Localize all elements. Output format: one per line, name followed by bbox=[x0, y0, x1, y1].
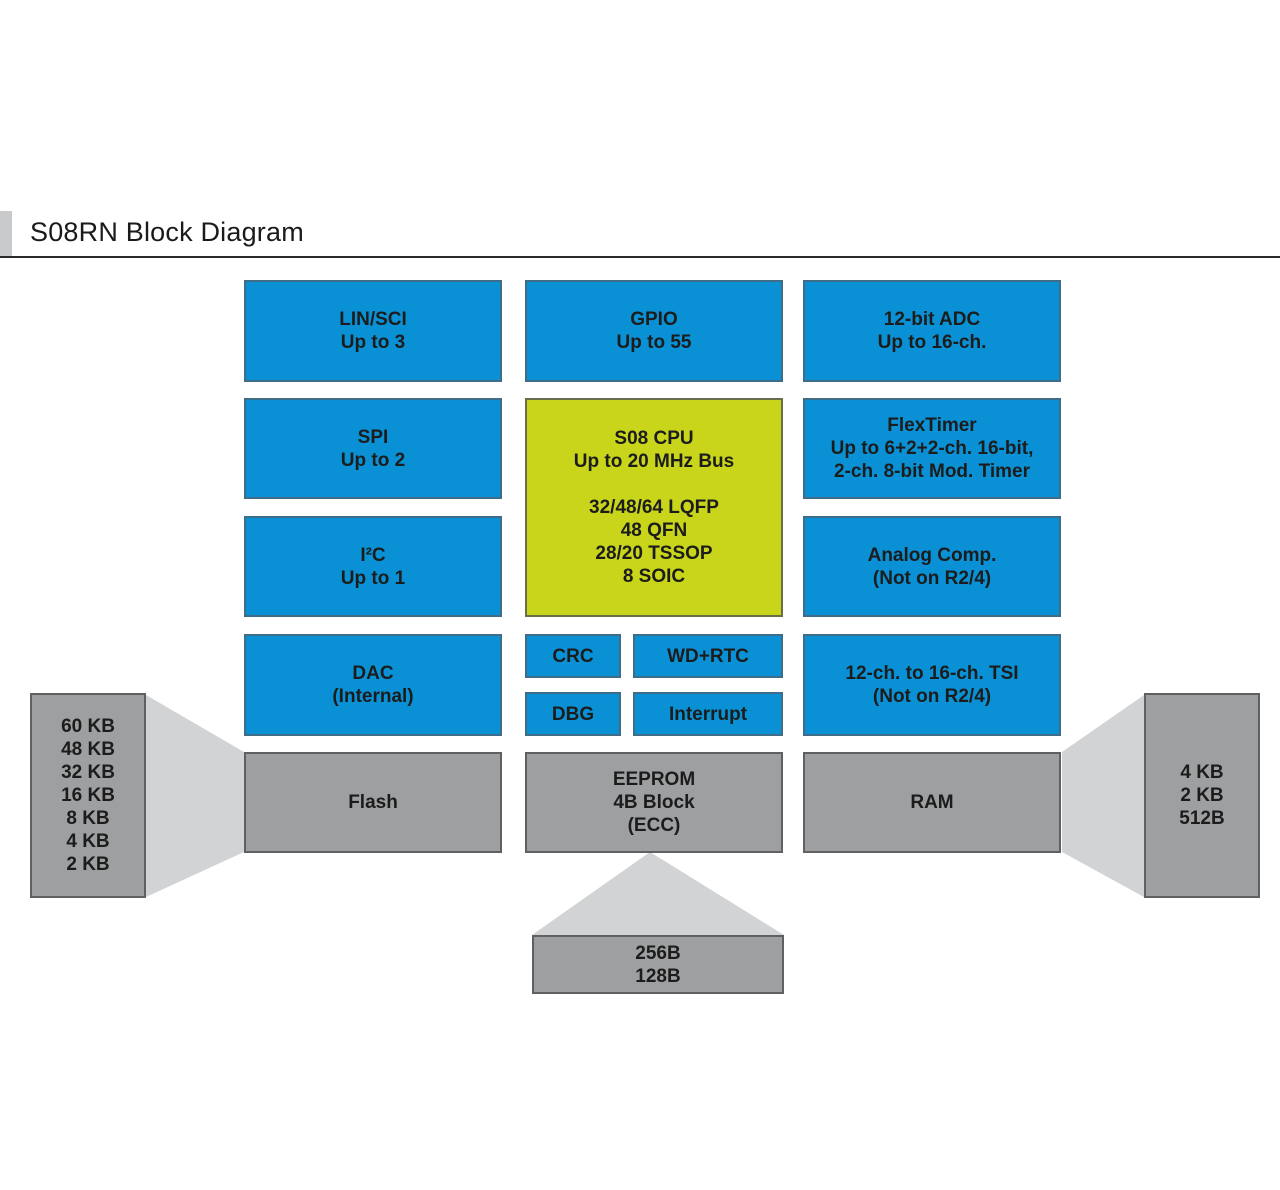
ram-size-connector bbox=[1062, 695, 1144, 897]
flextimer-block: FlexTimer Up to 6+2+2-ch. 16-bit, 2-ch. … bbox=[803, 398, 1061, 499]
cpu-block: S08 CPU Up to 20 MHz Bus 32/48/64 LQFP 4… bbox=[525, 398, 783, 617]
eeprom-block: EEPROM 4B Block (ECC) bbox=[525, 752, 783, 853]
interrupt-block: Interrupt bbox=[633, 692, 783, 736]
wd-rtc-block: WD+RTC bbox=[633, 634, 783, 678]
dbg-block: DBG bbox=[525, 692, 621, 736]
i2c-block: I²C Up to 1 bbox=[244, 516, 502, 617]
flash-sizes-box: 60 KB 48 KB 32 KB 16 KB 8 KB 4 KB 2 KB bbox=[30, 693, 146, 898]
ram-block: RAM bbox=[803, 752, 1061, 853]
eeprom-sizes-box: 256B 128B bbox=[532, 935, 784, 994]
lin-sci-block: LIN/SCI Up to 3 bbox=[244, 280, 502, 382]
flash-block: Flash bbox=[244, 752, 502, 853]
title-underline bbox=[0, 256, 1280, 258]
tsi-block: 12-ch. to 16-ch. TSI (Not on R2/4) bbox=[803, 634, 1061, 736]
eeprom-size-connector bbox=[532, 852, 784, 935]
flash-size-connector bbox=[146, 695, 244, 897]
dac-block: DAC (Internal) bbox=[244, 634, 502, 736]
diagram-title: S08RN Block Diagram bbox=[30, 217, 304, 247]
ram-sizes-box: 4 KB 2 KB 512B bbox=[1144, 693, 1260, 898]
title-accent-bar bbox=[0, 211, 12, 257]
adc-block: 12-bit ADC Up to 16-ch. bbox=[803, 280, 1061, 382]
crc-block: CRC bbox=[525, 634, 621, 678]
gpio-block: GPIO Up to 55 bbox=[525, 280, 783, 382]
spi-block: SPI Up to 2 bbox=[244, 398, 502, 499]
analog-comp-block: Analog Comp. (Not on R2/4) bbox=[803, 516, 1061, 617]
